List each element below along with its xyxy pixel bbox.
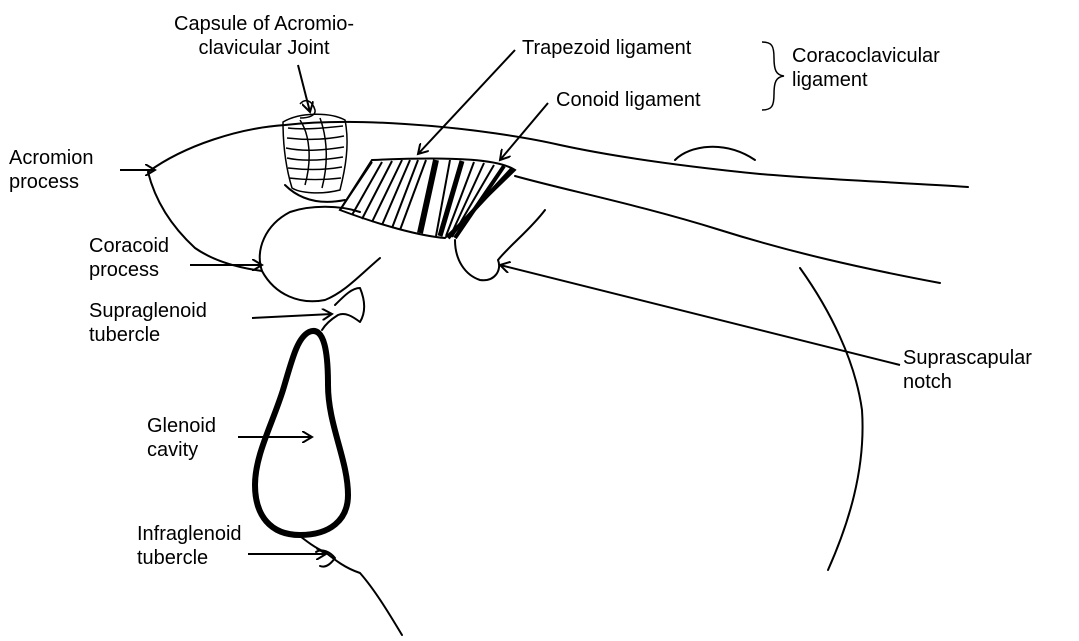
arrow-suprascapular xyxy=(500,265,900,365)
inferior-border xyxy=(296,533,402,635)
label-infraglenoid: Infraglenoid tubercle xyxy=(137,522,242,570)
label-glenoid: Glenoid cavity xyxy=(147,414,216,462)
glenoid-cavity-outline xyxy=(255,331,348,535)
label-suprascapular: Suprascapular notch xyxy=(903,346,1032,394)
clavicle-outline xyxy=(148,122,968,187)
coracoclavicular-brace xyxy=(760,40,790,112)
label-trapezoid: Trapezoid ligament xyxy=(522,36,691,60)
pointer-arrows xyxy=(120,50,900,554)
coracoid-outline xyxy=(260,207,380,302)
label-capsule: Capsule of Acromio- clavicular Joint xyxy=(174,12,354,60)
label-coracoid: Coracoid process xyxy=(89,234,169,282)
ligament-fibres xyxy=(340,158,515,238)
arrow-supraglenoid xyxy=(252,314,332,318)
clavicle-lower-edge xyxy=(515,176,940,283)
label-acromion: Acromion process xyxy=(9,146,93,194)
supraglenoid-hook xyxy=(322,288,364,330)
acromion-outline xyxy=(148,172,345,271)
label-supraglenoid: Supraglenoid tubercle xyxy=(89,299,207,347)
ac-joint-capsule xyxy=(283,101,347,193)
label-coracoclavicular: Coracoclavicular ligament xyxy=(792,44,940,92)
arrow-trapezoid xyxy=(418,50,515,154)
scapula-border xyxy=(800,268,863,570)
clavicle-bump xyxy=(675,147,755,160)
arrow-capsule xyxy=(298,65,310,112)
label-conoid: Conoid ligament xyxy=(556,88,701,112)
arrow-conoid xyxy=(500,103,548,160)
